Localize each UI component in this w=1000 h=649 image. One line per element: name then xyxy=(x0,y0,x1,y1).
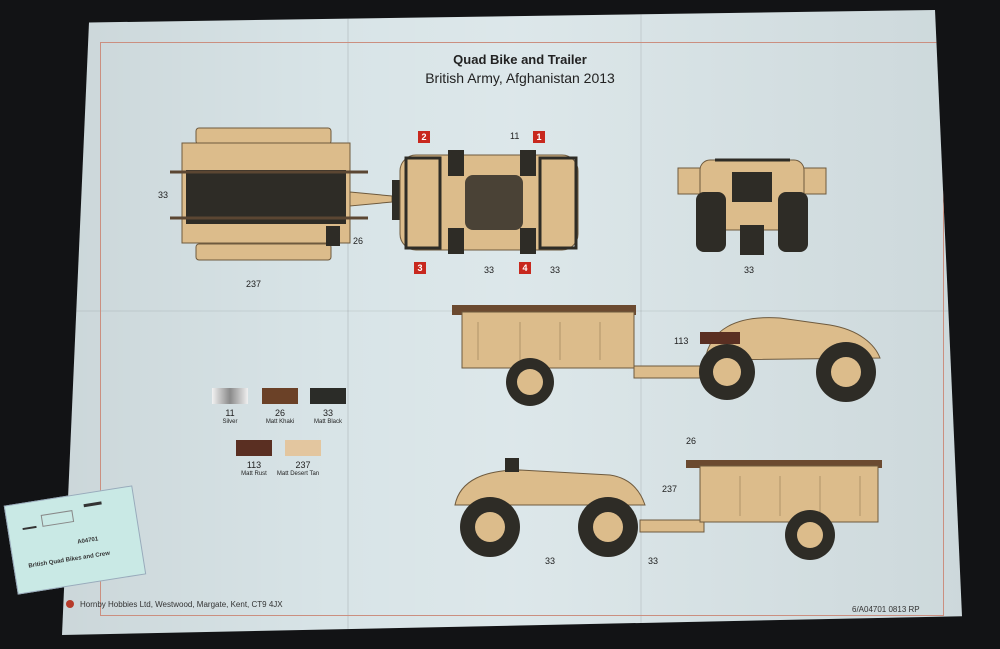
side-view-lower xyxy=(454,458,882,560)
callout-33: 33 xyxy=(158,190,169,200)
paint-swatch-silver xyxy=(212,388,248,404)
callout-237: 237 xyxy=(662,484,678,494)
decal-code: A04701 xyxy=(76,536,99,546)
callout-33: 33 xyxy=(550,265,561,275)
paint-name: Matt Black xyxy=(313,419,342,425)
paint-swatch-matt-khaki xyxy=(262,388,298,404)
paint-swatch-matt-rust xyxy=(236,440,272,456)
paint-name: Matt Rust xyxy=(241,471,267,477)
callout-33: 33 xyxy=(484,265,495,275)
callout-33: 33 xyxy=(744,265,755,275)
callout-113: 113 xyxy=(674,336,689,346)
sheet-subtitle: British Army, Afghanistan 2013 xyxy=(425,70,615,86)
paint-swatch-matt-black xyxy=(310,388,346,404)
fold-line xyxy=(347,10,349,635)
callout-11: 11 xyxy=(510,131,520,141)
print-code: 6/A04701 0813 RP xyxy=(852,605,920,614)
callout-33: 33 xyxy=(648,556,659,566)
paint-name: Matt Desert Tan xyxy=(276,471,320,477)
callout-26: 26 xyxy=(353,236,364,246)
side-view-upper xyxy=(452,305,881,406)
decal-marking xyxy=(40,510,75,527)
step-badge: 2 xyxy=(418,131,430,143)
quad-front-view xyxy=(677,158,827,255)
step-badge: 4 xyxy=(519,262,531,274)
sheet-border xyxy=(100,42,944,616)
paint-number: 237 xyxy=(295,460,311,470)
callout-26: 26 xyxy=(686,436,697,446)
callout-237: 237 xyxy=(246,279,262,289)
trailer-top-view xyxy=(170,127,393,261)
decal-marking xyxy=(83,501,102,508)
paint-name: Matt Khaki xyxy=(265,419,295,425)
sheet-title: Quad Bike and Trailer xyxy=(453,52,587,67)
quad-top-view xyxy=(392,150,579,254)
decal-marking xyxy=(22,525,37,531)
paint-number: 113 xyxy=(246,460,262,470)
paint-number: 33 xyxy=(322,408,333,418)
callout-33: 33 xyxy=(545,556,556,566)
decal-name: British Quad Bikes and Crew xyxy=(28,550,111,570)
step-badge: 3 xyxy=(414,262,426,274)
paint-number: 11 xyxy=(225,408,235,418)
publisher-address: Hornby Hobbies Ltd, Westwood, Margate, K… xyxy=(80,600,283,609)
paint-swatch-matt-desert-tan xyxy=(285,440,321,456)
fold-line xyxy=(640,10,642,635)
paint-name: Silver xyxy=(222,419,238,425)
paint-number: 26 xyxy=(274,408,285,418)
step-badge: 1 xyxy=(533,131,545,143)
hornby-logo-dot xyxy=(66,600,74,608)
